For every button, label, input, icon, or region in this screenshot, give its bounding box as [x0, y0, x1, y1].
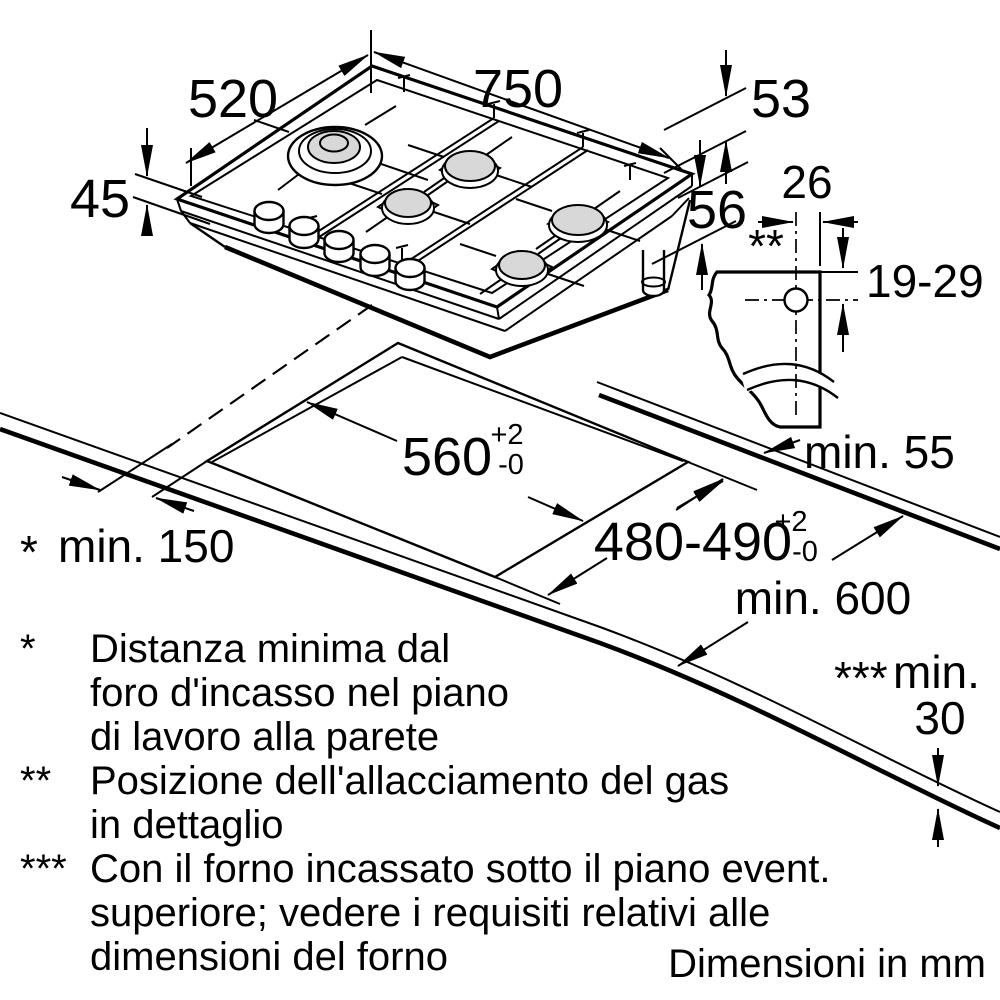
dim-750-line-b	[520, 104, 670, 159]
ref-56-bottom	[651, 220, 737, 265]
break-band	[741, 365, 840, 399]
dim-min55-arrow-b	[676, 480, 724, 509]
worktop-drawing	[0, 304, 1000, 831]
dim-26-label: 26	[781, 156, 832, 208]
hob-panel-edge-right	[498, 185, 693, 320]
burners	[381, 150, 608, 287]
dim-min600-seg-b	[831, 515, 904, 561]
dim-min600-seg-a	[677, 621, 749, 667]
hob-panel-edge-front	[180, 210, 500, 320]
dim-520-line-a	[276, 54, 369, 110]
ref-53-top	[663, 87, 747, 131]
footnote-3-marker: ***	[20, 847, 67, 891]
footnote-1-line-2: foro d'incasso nel piano	[90, 671, 509, 715]
dim-560-seg-b	[527, 496, 584, 522]
oven-clearance-value: 30	[914, 692, 965, 744]
cutout-inner-edge-left	[211, 356, 403, 463]
side-clearance-marker: *	[20, 526, 38, 578]
knob	[288, 215, 320, 250]
footnote-3-line-2: superiore; vedere i requisiti relativi a…	[90, 891, 770, 935]
dim-520-line-b	[185, 108, 278, 164]
knob	[394, 257, 426, 292]
dim-56-label: 56	[687, 180, 747, 240]
oven-clearance-marker: ***	[834, 652, 888, 704]
hob-skirt-joint	[180, 210, 191, 224]
cutout-ext-sw	[494, 576, 561, 605]
dim-560-seg-a	[306, 401, 398, 442]
hob-skirt-line-right	[504, 215, 673, 332]
units-note: Dimensioni in mm	[668, 942, 986, 986]
knob	[359, 243, 391, 278]
worktop-wall-line	[598, 392, 1000, 552]
cutout-inner-edge-right	[401, 356, 684, 462]
footnote-3-line-3: dimensioni del forno	[90, 935, 448, 979]
dim-53-label: 53	[751, 69, 811, 129]
footnote-1-line-3: di lavoro alla parete	[90, 715, 439, 759]
wok-burner	[286, 125, 384, 187]
dim-480-490-tol-plus: +2	[774, 506, 807, 538]
dim-min150-arrow-b	[155, 497, 195, 514]
hob-dimensions: 520 750 45 53 56	[70, 30, 811, 290]
hob-skirt-joint-right	[671, 197, 690, 217]
dim-19-29-label: 19-29	[866, 255, 984, 307]
hob-casing-right	[666, 199, 692, 291]
gas-connection-hole	[783, 287, 809, 313]
dim-750-line-a	[373, 51, 522, 106]
cutout-ext-ne	[687, 461, 758, 491]
worktop-back-edge-top-line	[596, 381, 1000, 538]
dim-min55-arrow-a	[763, 436, 801, 454]
footnote-2-line-1: Posizione dell'allacciamento del gas	[90, 759, 729, 803]
dim-480-490-label: 480-490	[594, 512, 792, 572]
ref-45-bottom	[132, 196, 211, 225]
grate-fingers	[253, 105, 641, 295]
dim-min55-label: min. 55	[804, 426, 955, 478]
worktop-front-edge-top-line	[0, 412, 1000, 813]
dim-560-tol-plus: +2	[490, 419, 523, 451]
footnote-1-marker: *	[20, 627, 36, 671]
gas-detail-marker: **	[748, 220, 784, 272]
footnote-2-line-2: in dettaglio	[90, 803, 283, 847]
dim-min600-label: min. 600	[735, 572, 911, 624]
hob-casing-bottom	[224, 244, 669, 360]
dim-min150-label: min. 150	[58, 520, 234, 572]
cutout-ext-nw	[151, 460, 208, 498]
dim-520-label: 520	[188, 69, 278, 129]
hob-casing-joint-left	[189, 222, 226, 248]
break-curve-1	[742, 362, 835, 383]
dim-560-label: 560	[402, 427, 492, 487]
footnote-3-line-1: Con il forno incassato sotto il piano ev…	[90, 847, 830, 891]
dim-min150-arrow-a	[61, 474, 101, 491]
dim-480-490-tol-minus: -0	[792, 536, 818, 568]
gas-connection-detail: 26 ** 19-29	[706, 156, 984, 429]
gas-pipe	[641, 250, 666, 298]
ref-45-top	[134, 173, 203, 198]
control-knobs	[253, 200, 426, 292]
hob-edge-joint-left	[176, 198, 182, 212]
dim-480-490-seg-a	[547, 557, 608, 596]
ref-53-bottom	[663, 130, 747, 174]
dim-560-tol-minus: -0	[498, 449, 524, 481]
hob-edge-joint-bottom	[496, 306, 500, 320]
footnotes: * Distanza minima dal foro d'incasso nel…	[20, 627, 986, 986]
footnote-2-marker: **	[20, 759, 51, 803]
knob	[323, 229, 355, 264]
hob-rim	[188, 78, 671, 295]
dim-45-label: 45	[70, 169, 130, 229]
hob-skirt-line-front	[189, 222, 506, 332]
pan-support-bars	[310, 117, 589, 269]
worktop-front-edge-line	[0, 426, 1000, 831]
oven-clearance-prefix: min.	[893, 646, 980, 698]
hob-projection-dashed-line	[166, 304, 373, 449]
dim-750-label: 750	[473, 59, 563, 119]
break-curve-2	[746, 378, 839, 399]
wall-mark-line	[97, 443, 173, 493]
ref-56-top	[677, 161, 749, 199]
cutout-dimensions: 560 +2 -0 480-490 +2 -0 min. 55 min. 600…	[20, 401, 980, 847]
footnote-1-line-1: Distanza minima dal	[90, 627, 450, 671]
hob-drawing	[173, 64, 696, 360]
knob	[253, 200, 285, 235]
